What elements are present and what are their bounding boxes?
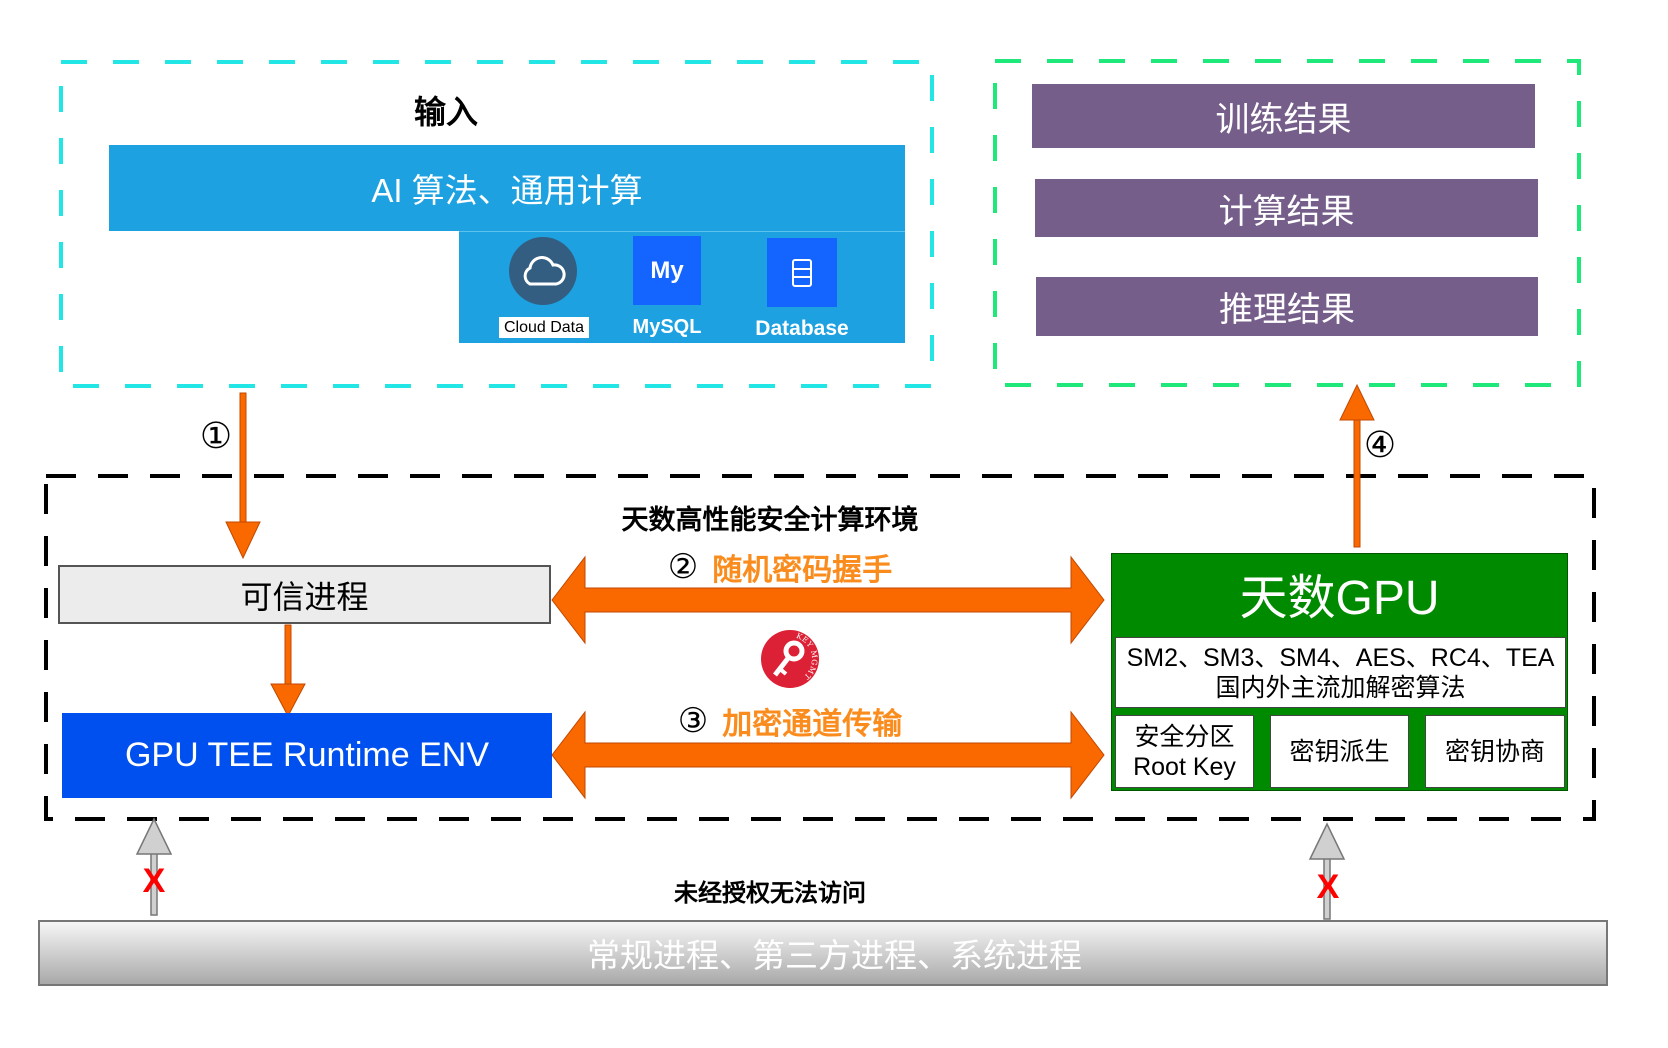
key-icon: KEY MGMT [761, 630, 819, 688]
gpu-title: 天数GPU [1239, 572, 1440, 625]
source-label-cloud: Cloud Data [499, 317, 589, 338]
step-2-number: ② [667, 548, 699, 586]
source-label-mysql: MySQL [632, 315, 702, 338]
mysql-icon: My [633, 236, 701, 305]
other-processes-bar: 常规进程、第三方进程、系统进程 [38, 920, 1608, 986]
input-title: 输入 [413, 94, 478, 130]
module-root-key: Root Key [1133, 752, 1236, 781]
arrow-step-4 [1339, 383, 1375, 548]
transfer-text: 加密通道传输 [722, 708, 903, 741]
module-key-derivation: 密钥派生 [1270, 715, 1409, 788]
unauthorized-label: 未经授权无法访问 [674, 879, 866, 907]
handshake-double-arrow [551, 555, 1105, 645]
input-region-border [59, 60, 934, 388]
transfer-double-arrow [551, 710, 1105, 800]
result-training: 训练结果 [1032, 84, 1535, 148]
trusted-process-box: 可信进程 [58, 565, 551, 624]
step-4-label: ④ [1363, 424, 1397, 465]
gpu-box: 天数GPU SM2、SM3、SM4、AES、RC4、TEA 国内外主流加解密算法… [1111, 553, 1568, 791]
step-3-number: ③ [677, 702, 709, 740]
blocked-arrow-left [135, 817, 173, 916]
algorithms-list: SM2、SM3、SM4、AES、RC4、TEA [1126, 643, 1555, 672]
handshake-text: 随机密码握手 [712, 554, 893, 587]
deny-mark-left: X [142, 861, 166, 900]
source-label-database: Database [755, 317, 849, 340]
gpu-tee-runtime-box: GPU TEE Runtime ENV [62, 713, 552, 798]
result-inference: 推理结果 [1036, 277, 1538, 336]
module-secure-partition: 安全分区 Root Key [1115, 715, 1254, 788]
arrow-trusted-to-runtime [270, 624, 306, 718]
transfer-label: ③ 加密通道传输 [650, 700, 930, 742]
step-1-label: ① [199, 415, 233, 456]
env-title: 天数高性能安全计算环境 [621, 504, 919, 535]
data-sources-panel: My Cloud Data MySQL Database [459, 231, 905, 343]
algorithms-caption: 国内外主流加解密算法 [1215, 673, 1466, 702]
algo-bar: AI 算法、通用计算 [109, 145, 905, 231]
result-compute: 计算结果 [1035, 179, 1538, 237]
blocked-arrow-right [1308, 822, 1346, 920]
algorithms-box: SM2、SM3、SM4、AES、RC4、TEA 国内外主流加解密算法 [1115, 637, 1566, 708]
cloud-icon [509, 237, 577, 305]
deny-mark-right: X [1316, 867, 1340, 906]
secure-env-border [44, 474, 1596, 821]
module-secure-partition-title: 安全分区 [1134, 722, 1235, 751]
arrow-step-1 [225, 392, 261, 560]
module-key-agreement: 密钥协商 [1425, 715, 1565, 788]
server-icon [767, 238, 837, 307]
results-region-border [993, 59, 1581, 387]
handshake-label: ② 随机密码握手 [640, 546, 920, 588]
